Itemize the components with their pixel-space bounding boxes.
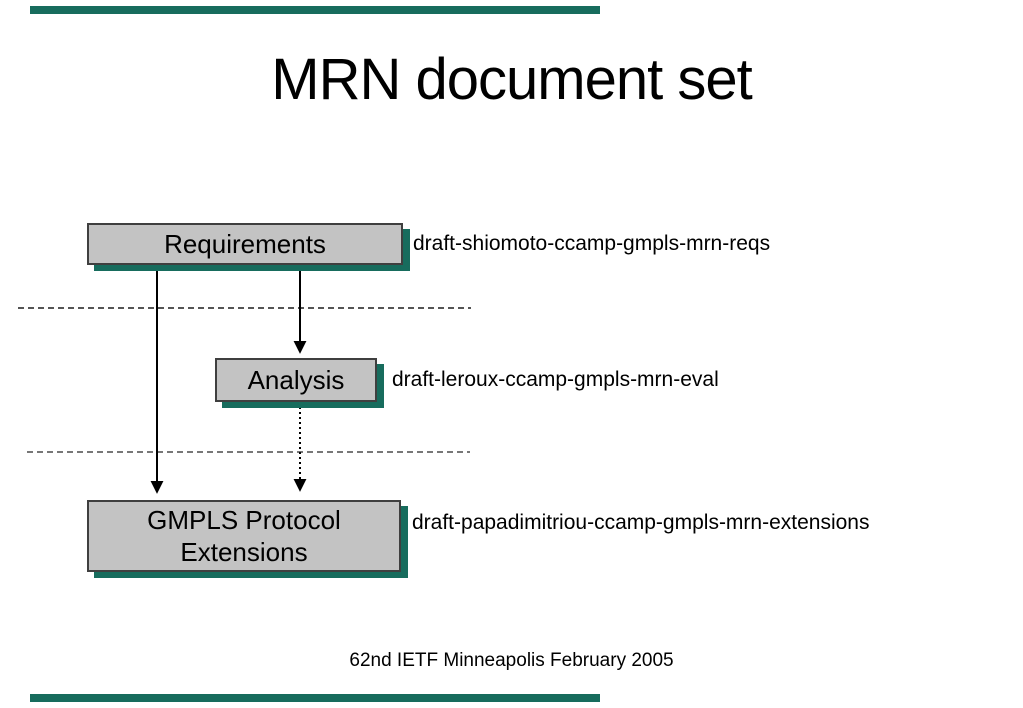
draft-name-analysis-text: draft-leroux-ccamp-gmpls-mrn-eval [392, 368, 719, 391]
draft-name-requirements-text: draft-shiomoto-ccamp-gmpls-mrn-reqs [413, 232, 771, 255]
draft-name-extensions-text: draft-papadimitriou-ccamp-gmpls-mrn-exte… [412, 511, 870, 534]
template-accent-bar-top [30, 6, 600, 14]
slide-footer: 62nd IETF Minneapolis February 2005 [349, 650, 674, 671]
box-analysis: Analysis [215, 358, 377, 402]
box-requirements: Requirements [87, 223, 403, 265]
template-accent-bar-bottom [30, 694, 600, 702]
box-requirements-label: Requirements [164, 228, 326, 259]
box-gmpls-protocol-extensions: GMPLS Protocol Extensions [87, 500, 401, 572]
box-gmpls-protocol-extensions-label: GMPLS Protocol Extensions [147, 504, 341, 568]
draft-name-analysis: draft-leroux-ccamp-gmpls-mrn-eval [392, 358, 719, 402]
draft-name-requirements: draft-shiomoto-ccamp-gmpls-mrn-reqs [413, 223, 770, 265]
box-analysis-label: Analysis [247, 364, 345, 395]
slide-title: MRN document set [271, 47, 752, 112]
draft-name-extensions: draft-papadimitriou-ccamp-gmpls-mrn-exte… [412, 500, 870, 546]
